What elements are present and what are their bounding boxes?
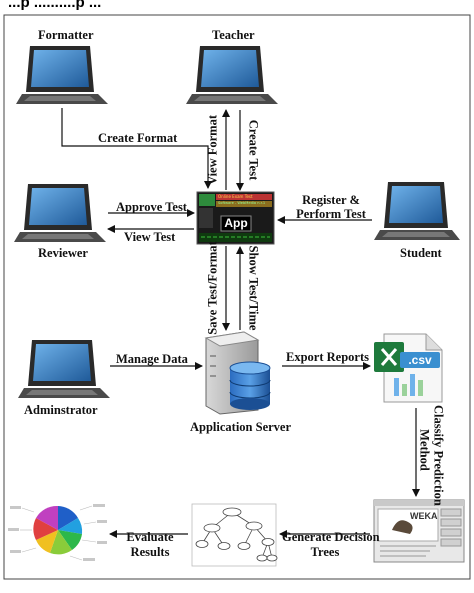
label-view-format: View Format (205, 115, 220, 185)
node-teacher-label: Teacher (212, 28, 255, 42)
label-create-test: Create Test (246, 119, 261, 181)
label-classify-line2: Method (417, 429, 432, 471)
label-register-line1: Register & (302, 193, 360, 207)
app-panel (196, 191, 275, 245)
teacher-laptop-icon (186, 46, 278, 104)
reviewer-laptop-icon (14, 184, 106, 242)
decision-tree-icon (191, 503, 278, 567)
node-reviewer-label: Reviewer (38, 246, 88, 260)
csv-label: .csv (408, 353, 432, 367)
app-screen-line1: Online Exam Test (218, 194, 253, 199)
excel-csv-icon (374, 333, 443, 403)
label-evaluate-line1: Evaluate (126, 530, 174, 544)
formatter-laptop-icon (16, 46, 108, 104)
page-heading: ...p ..........p ... (8, 0, 102, 11)
label-manage-data: Manage Data (116, 352, 188, 366)
student-laptop-icon (374, 182, 460, 240)
label-generate-line1: Generate Decision (282, 530, 380, 544)
label-create-format: Create Format (98, 131, 178, 145)
label-save-test-format: Save Test/Format (205, 241, 220, 335)
weka-label: WEKA (410, 511, 438, 521)
weka-window-icon (373, 499, 465, 563)
app-screen-line2: Software - WebMedia n.r.1 (218, 201, 266, 205)
label-evaluate-line2: Results (130, 545, 170, 559)
label-classify-line1: Classify Prediction (431, 405, 446, 506)
label-view-test: View Test (124, 230, 176, 244)
diagram-frame (3, 14, 471, 580)
edges (61, 108, 420, 538)
label-generate-line2: Trees (310, 545, 340, 559)
node-formatter-label: Formatter (38, 28, 94, 42)
app-label: App (224, 216, 248, 230)
label-approve-test: Approve Test (116, 200, 187, 214)
results-pie-chart-icon (8, 504, 107, 561)
label-show-test-time: Show Test/Time (246, 245, 261, 331)
label-export-reports: Export Reports (286, 350, 369, 364)
node-student-label: Student (400, 246, 442, 260)
application-server-icon (204, 331, 271, 415)
label-register-line2: Perform Test (296, 207, 366, 221)
node-administrator-label: Adminstrator (24, 403, 98, 417)
node-server-label: Application Server (190, 420, 292, 434)
edge-create-format (61, 108, 212, 189)
administrator-laptop-icon (18, 340, 110, 398)
